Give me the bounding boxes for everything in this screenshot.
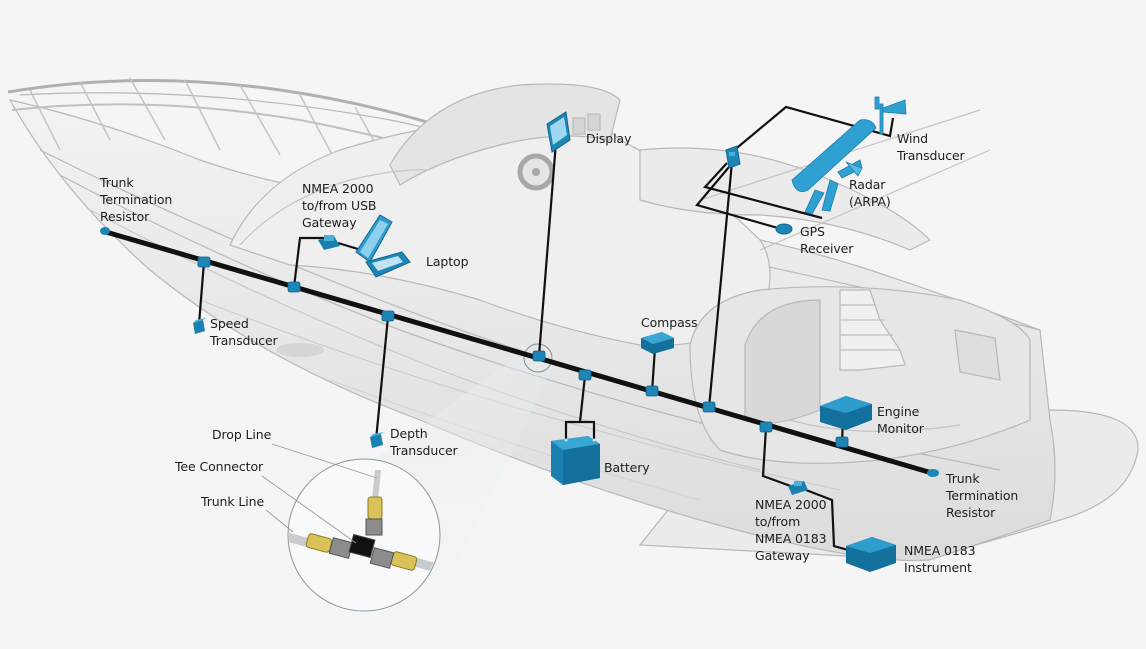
terminator-icon: [100, 227, 110, 235]
tee-connector: [759, 421, 773, 433]
magnifier-source-ring: [523, 343, 553, 373]
cabin: [229, 113, 771, 347]
inset-connector: [305, 533, 333, 553]
mast-junction-icon: [725, 145, 741, 169]
tee-connector: [197, 256, 211, 268]
drop-lines: [197, 105, 895, 552]
label-usb-gateway: NMEA 2000 to/from USB Gateway: [302, 181, 377, 230]
speed-transducer-icon: [193, 318, 206, 334]
label-engine-monitor: Engine Monitor: [877, 404, 924, 436]
drop-line-gateway-0183: [761, 427, 797, 490]
label-trunk-line: Trunk Line: [201, 494, 265, 509]
mast-wire-radar: [702, 162, 823, 220]
mast-wire-gps: [695, 166, 779, 230]
label-trunk-termination-bow: Trunk Termination Resistor: [100, 175, 173, 224]
drop-line-depth: [374, 316, 390, 441]
wind-transducer-icon: [874, 96, 907, 135]
gps-receiver-icon: [775, 223, 793, 235]
drop-line-battery: [564, 375, 596, 440]
inset-circle: [287, 458, 441, 612]
drop-line-speed: [197, 261, 206, 325]
tee-detail-inset: [287, 458, 441, 612]
label-compass: Compass: [641, 315, 698, 330]
tee-connector: [287, 281, 301, 293]
trunk-tees: [197, 256, 849, 448]
drop-line-instrument-0183: [805, 488, 849, 552]
tee-connector: [381, 310, 395, 322]
battery-icon: [551, 436, 600, 485]
tee-connector: [835, 436, 849, 448]
drop-line-usb-gateway: [292, 236, 330, 288]
aft-door: [954, 329, 1001, 381]
mast-wire-wind: [731, 105, 895, 153]
inset-drop-cable: [372, 469, 381, 501]
inset-leader-lines: [261, 443, 378, 544]
label-wind-transducer: Wind Transducer: [897, 131, 965, 163]
laptop-icon: [355, 214, 411, 278]
terminator-icon: [927, 469, 939, 477]
label-radar: Radar (ARPA): [849, 177, 891, 209]
inset-connector: [367, 496, 383, 520]
drop-line-display: [537, 141, 558, 357]
label-battery: Battery: [604, 460, 650, 475]
gateway-0183-icon: [788, 481, 808, 495]
instrument-0183-icon: [846, 537, 896, 572]
radar-icon: [791, 119, 877, 215]
hard-top: [639, 147, 932, 251]
engine-monitor-icon: [820, 396, 872, 430]
trunk-line: [103, 229, 935, 476]
label-depth-transducer: Depth Transducer: [390, 426, 458, 458]
drop-line-compass: [650, 347, 657, 393]
tee-connector: [702, 401, 716, 413]
label-instrument-0183: NMEA 0183 Instrument: [904, 543, 976, 575]
label-laptop: Laptop: [426, 254, 469, 269]
tee-connector: [578, 369, 592, 381]
label-display: Display: [586, 131, 632, 146]
label-tee-connector: Tee Connector: [175, 459, 264, 474]
tee-connector: [532, 350, 546, 362]
label-trunk-termination-stern: Trunk Termination Resistor: [946, 471, 1019, 520]
drop-line-mast: [707, 161, 734, 409]
display-icon: [546, 111, 571, 153]
inset-tee-body: [348, 533, 376, 559]
usb-gateway-icon: [318, 235, 340, 250]
compass-icon: [641, 332, 674, 354]
label-gps-receiver: GPS Receiver: [800, 224, 854, 256]
depth-transducer-icon: [370, 432, 384, 448]
windshield: [389, 83, 621, 186]
tee-connector: [645, 385, 659, 397]
label-gateway-0183: NMEA 2000 to/from NMEA 0183 Gateway: [755, 497, 827, 563]
label-speed-transducer: Speed Transducer: [210, 316, 278, 348]
boat-hull: [7, 77, 1139, 562]
label-drop-line: Drop Line: [212, 427, 272, 442]
